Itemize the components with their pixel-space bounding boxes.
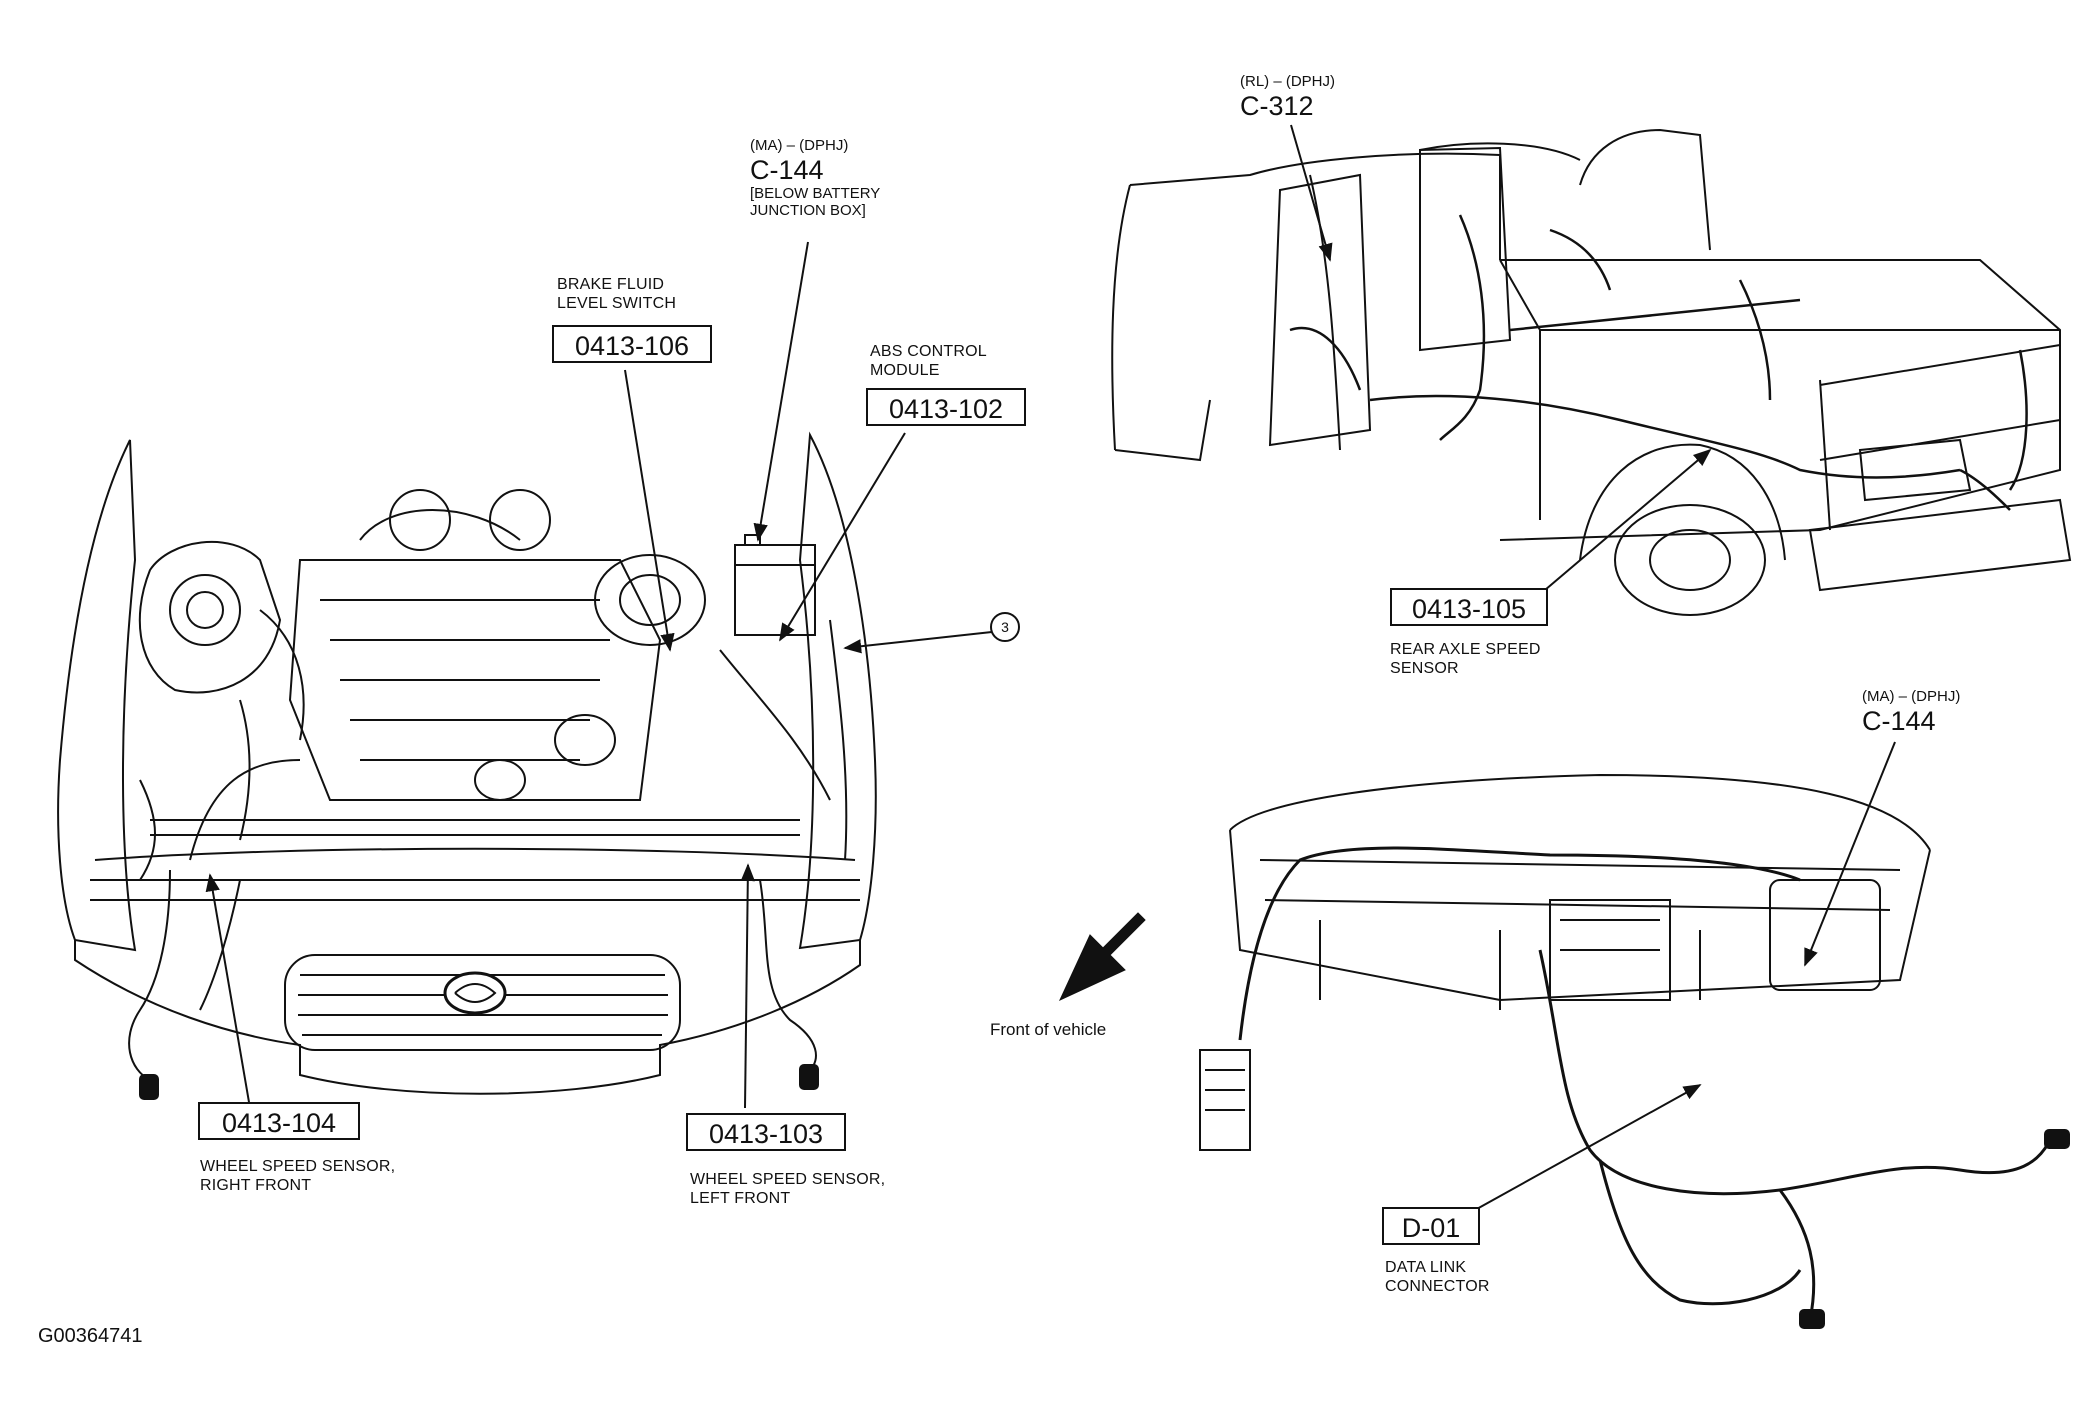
- abs-module-code: 0413-102: [866, 388, 1026, 426]
- instrument-panel-illustration: [1199, 773, 2070, 1329]
- front-of-vehicle-label: Front of vehicle: [990, 1020, 1107, 1039]
- data-link-connector-label: DATA LINK CONNECTOR: [1385, 1258, 1490, 1296]
- wheel-speed-lf-code: 0413-103: [686, 1113, 846, 1151]
- connector-location: (MA) – (DPHJ): [1862, 688, 1961, 705]
- label-line-2: LEVEL SWITCH: [557, 295, 677, 312]
- connector-c144-engine: (MA) – (DPHJ) C-144 [BELOW BATTERY JUNCT…: [750, 137, 880, 219]
- callout-number: 3: [990, 612, 1020, 642]
- connector-note-line-1: [BELOW BATTERY: [750, 185, 881, 202]
- label-line-2: CONNECTOR: [1385, 1278, 1490, 1295]
- pickup-truck-illustration: [1111, 128, 2072, 616]
- label-line-1: WHEEL SPEED SENSOR,: [690, 1171, 886, 1188]
- label-line-1: WHEEL SPEED SENSOR,: [200, 1158, 396, 1175]
- connector-c312: (RL) – (DPHJ) C-312: [1240, 73, 1335, 121]
- label-line-2: RIGHT FRONT: [200, 1177, 312, 1194]
- brake-fluid-switch-label: BRAKE FLUID LEVEL SWITCH: [557, 275, 676, 313]
- engine-bay-illustration: [57, 431, 877, 1100]
- connector-id: C-144: [1862, 706, 1936, 736]
- rear-axle-sensor-label: REAR AXLE SPEED SENSOR: [1390, 640, 1541, 678]
- connector-location: (RL) – (DPHJ): [1240, 73, 1336, 90]
- connector-id: C-144: [750, 155, 824, 185]
- leader-lines: [205, 124, 1896, 1211]
- front-of-vehicle-arrow: [1058, 912, 1146, 1002]
- wheel-speed-rf-label: WHEEL SPEED SENSOR, RIGHT FRONT: [200, 1157, 395, 1195]
- label-line-1: REAR AXLE SPEED: [1390, 641, 1541, 658]
- label-line-2: LEFT FRONT: [690, 1190, 791, 1207]
- abs-module-label: ABS CONTROL MODULE: [870, 342, 987, 380]
- figure-id: G00364741: [38, 1325, 143, 1347]
- label-line-2: SENSOR: [1390, 660, 1459, 677]
- label-line-2: MODULE: [870, 362, 940, 379]
- wheel-speed-rf-code: 0413-104: [198, 1102, 360, 1140]
- label-line-1: BRAKE FLUID: [557, 276, 665, 293]
- label-line-1: ABS CONTROL: [870, 343, 987, 360]
- connector-c144-dash: (MA) – (DPHJ) C-144: [1862, 688, 1960, 736]
- wheel-speed-lf-label: WHEEL SPEED SENSOR, LEFT FRONT: [690, 1170, 885, 1208]
- connector-location: (MA) – (DPHJ): [750, 137, 849, 154]
- rear-axle-sensor-code: 0413-105: [1390, 588, 1548, 626]
- brake-fluid-switch-code: 0413-106: [552, 325, 712, 363]
- label-line-1: DATA LINK: [1385, 1259, 1467, 1276]
- connector-id: C-312: [1240, 91, 1314, 121]
- connector-note-line-2: JUNCTION BOX]: [750, 202, 866, 219]
- data-link-connector-code: D-01: [1382, 1207, 1480, 1245]
